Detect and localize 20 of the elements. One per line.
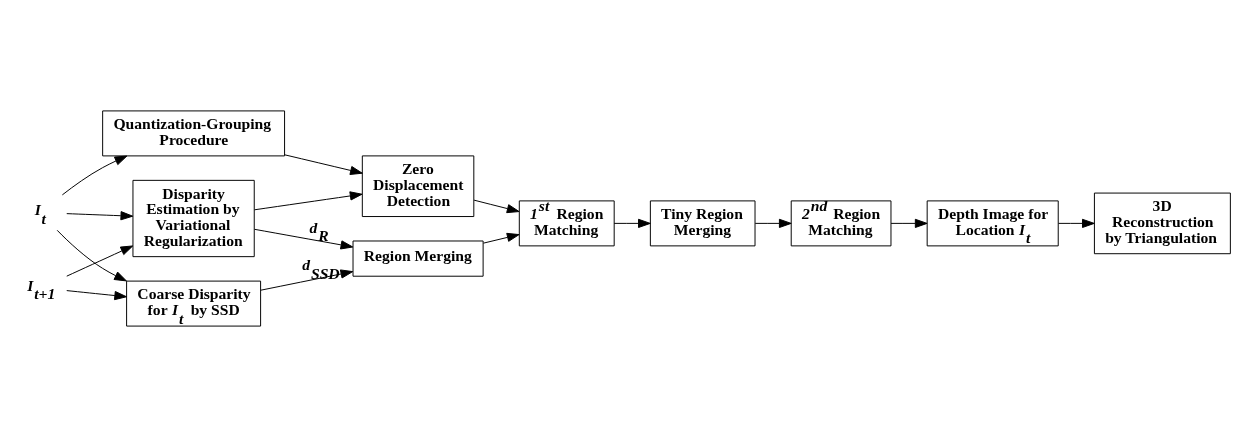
node-box: 3D Reconstruction by Triangulation <box>1093 192 1231 255</box>
arrow <box>284 154 363 175</box>
node-box: Quantization-Grouping Procedure <box>102 110 286 157</box>
arrow <box>66 211 134 221</box>
arrow <box>56 229 127 282</box>
node-box: Zero Displacement Detection <box>361 155 475 218</box>
node-box: Tiny Region Merging <box>649 200 756 247</box>
arrow <box>482 232 520 244</box>
arrow <box>613 218 651 228</box>
arrow <box>254 191 363 211</box>
arrow <box>61 155 128 196</box>
node-box: Region Merging <box>352 240 484 277</box>
arrow <box>254 228 354 250</box>
arrow <box>890 218 928 228</box>
arrow <box>473 199 520 214</box>
arrow <box>66 290 128 301</box>
arrow <box>1058 218 1095 228</box>
arrow <box>754 218 792 228</box>
node-box: Disparity Estimation by Variational Regularization <box>132 179 255 258</box>
arrow <box>66 245 134 277</box>
